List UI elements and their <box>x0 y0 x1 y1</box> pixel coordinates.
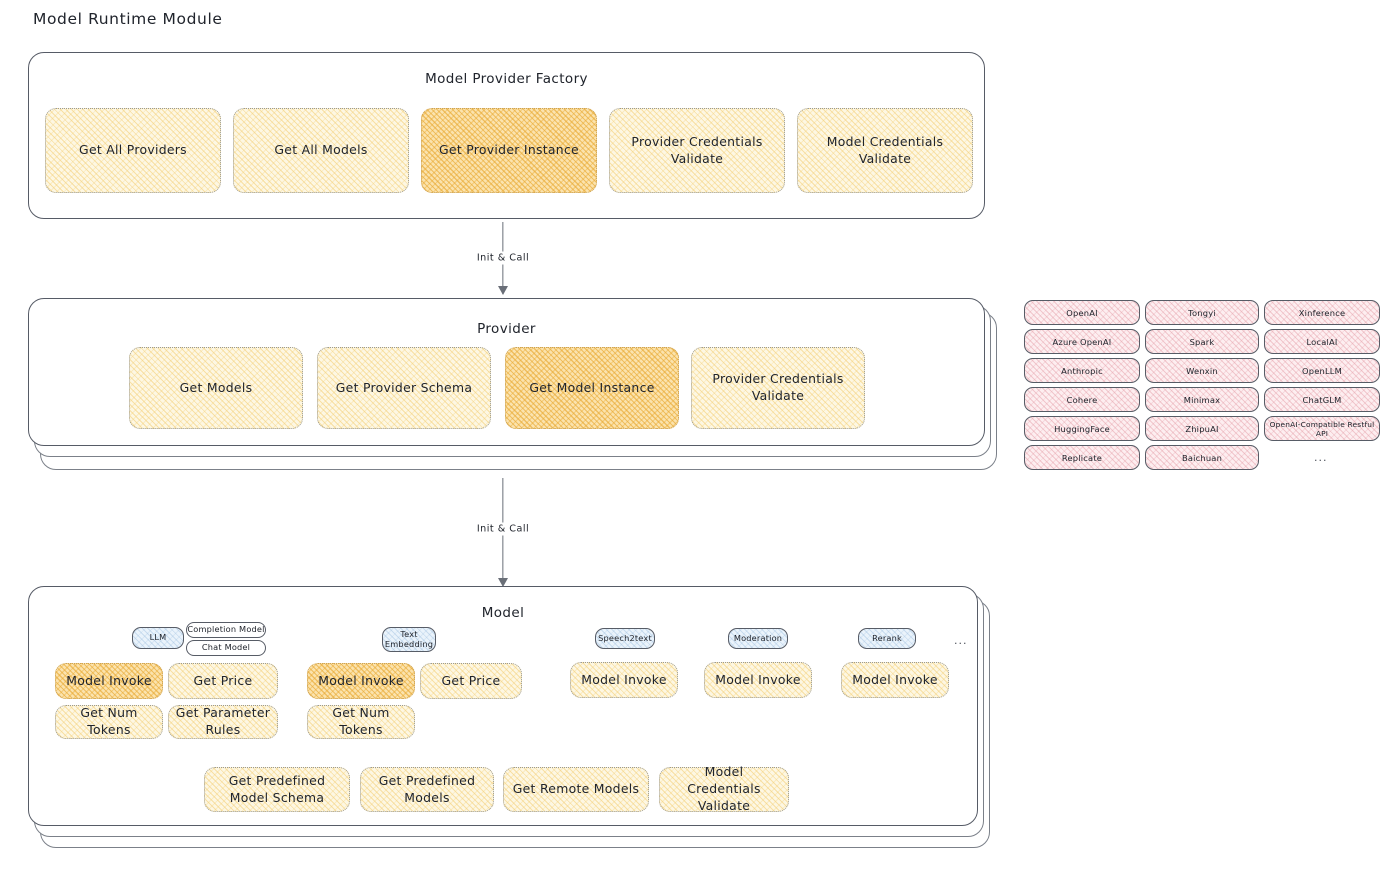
box-get-predefined-model-schema[interactable]: Get Predefined Model Schema <box>204 767 350 812</box>
panel-title-model: Model <box>481 605 525 621</box>
box-provider-credentials-validate-2[interactable]: Provider Credentials Validate <box>691 347 865 429</box>
box-llm-get-parameter-rules[interactable]: Get Parameter Rules <box>168 705 278 739</box>
box-model-credentials-validate[interactable]: Model Credentials Validate <box>797 108 973 193</box>
provider-list-more: ... <box>1314 451 1328 464</box>
box-text-embedding-get-num-tokens[interactable]: Get Num Tokens <box>307 705 415 739</box>
provider-chip-openllm[interactable]: OpenLLM <box>1264 358 1380 383</box>
provider-chip-cohere[interactable]: Cohere <box>1024 387 1140 412</box>
box-get-model-instance[interactable]: Get Model Instance <box>505 347 679 429</box>
provider-chip-baichuan[interactable]: Baichuan <box>1145 445 1259 470</box>
box-llm-get-price[interactable]: Get Price <box>168 663 278 699</box>
provider-chip-chatglm[interactable]: ChatGLM <box>1264 387 1380 412</box>
box-get-provider-schema[interactable]: Get Provider Schema <box>317 347 491 429</box>
provider-chip-azure-openai[interactable]: Azure OpenAI <box>1024 329 1140 354</box>
provider-chip-openai[interactable]: OpenAI <box>1024 300 1140 325</box>
panel-model-provider-factory: Model Provider Factory Get All Providers… <box>28 52 985 219</box>
tag-completion-model[interactable]: Completion Model <box>186 622 266 638</box>
box-moderation-model-invoke[interactable]: Model Invoke <box>704 662 812 698</box>
provider-list: OpenAI Azure OpenAI Anthropic Cohere Hug… <box>1024 300 1380 475</box>
provider-chip-openai-compatible-restful-api[interactable]: OpenAI-Compatible Restful API <box>1264 416 1380 441</box>
provider-chip-spark[interactable]: Spark <box>1145 329 1259 354</box>
box-provider-credentials-validate[interactable]: Provider Credentials Validate <box>609 108 785 193</box>
tag-text-embedding[interactable]: Text Embedding <box>382 627 436 652</box>
box-get-models[interactable]: Get Models <box>129 347 303 429</box>
connector-label: Init & Call <box>471 522 535 536</box>
arrow-head-icon <box>498 578 508 587</box>
model-groups-more: ... <box>954 634 968 647</box>
box-text-embedding-model-invoke[interactable]: Model Invoke <box>307 663 415 699</box>
provider-chip-minimax[interactable]: Minimax <box>1145 387 1259 412</box>
panel-title-factory: Model Provider Factory <box>425 71 588 87</box>
panel-provider: Provider Get Models Get Provider Schema … <box>28 298 985 446</box>
provider-chip-wenxin[interactable]: Wenxin <box>1145 358 1259 383</box>
box-get-predefined-models[interactable]: Get Predefined Models <box>360 767 494 812</box>
provider-chip-xinference[interactable]: Xinference <box>1264 300 1380 325</box>
box-llm-model-invoke[interactable]: Model Invoke <box>55 663 163 699</box>
tag-rerank[interactable]: Rerank <box>858 628 916 649</box>
page-title: Model Runtime Module <box>33 10 223 28</box>
box-llm-get-num-tokens[interactable]: Get Num Tokens <box>55 705 163 739</box>
arrow-head-icon <box>498 286 508 295</box>
provider-chip-huggingface[interactable]: HuggingFace <box>1024 416 1140 441</box>
box-text-embedding-get-price[interactable]: Get Price <box>420 663 522 699</box>
provider-chip-zhipuai[interactable]: ZhipuAI <box>1145 416 1259 441</box>
box-get-all-providers[interactable]: Get All Providers <box>45 108 221 193</box>
panel-model: Model LLM Completion Model Chat Model Mo… <box>28 586 978 826</box>
box-get-provider-instance[interactable]: Get Provider Instance <box>421 108 597 193</box>
panel-title-provider: Provider <box>477 321 536 337</box>
provider-chip-anthropic[interactable]: Anthropic <box>1024 358 1140 383</box>
connector-provider-to-model: Init & Call <box>469 478 537 587</box>
provider-chip-replicate[interactable]: Replicate <box>1024 445 1140 470</box>
tag-chat-model[interactable]: Chat Model <box>186 640 266 656</box>
box-get-remote-models[interactable]: Get Remote Models <box>503 767 649 812</box>
provider-chip-localai[interactable]: LocalAI <box>1264 329 1380 354</box>
tag-llm[interactable]: LLM <box>132 627 184 649</box>
tag-speech2text[interactable]: Speech2text <box>595 628 655 649</box>
connector-label: Init & Call <box>471 251 535 265</box>
box-model-credentials-validate-2[interactable]: Model Credentials Validate <box>659 764 789 813</box>
tag-moderation[interactable]: Moderation <box>728 628 788 649</box>
connector-factory-to-provider: Init & Call <box>469 222 537 295</box>
box-get-all-models[interactable]: Get All Models <box>233 108 409 193</box>
provider-chip-tongyi[interactable]: Tongyi <box>1145 300 1259 325</box>
box-speech2text-model-invoke[interactable]: Model Invoke <box>570 662 678 698</box>
box-rerank-model-invoke[interactable]: Model Invoke <box>841 662 949 698</box>
